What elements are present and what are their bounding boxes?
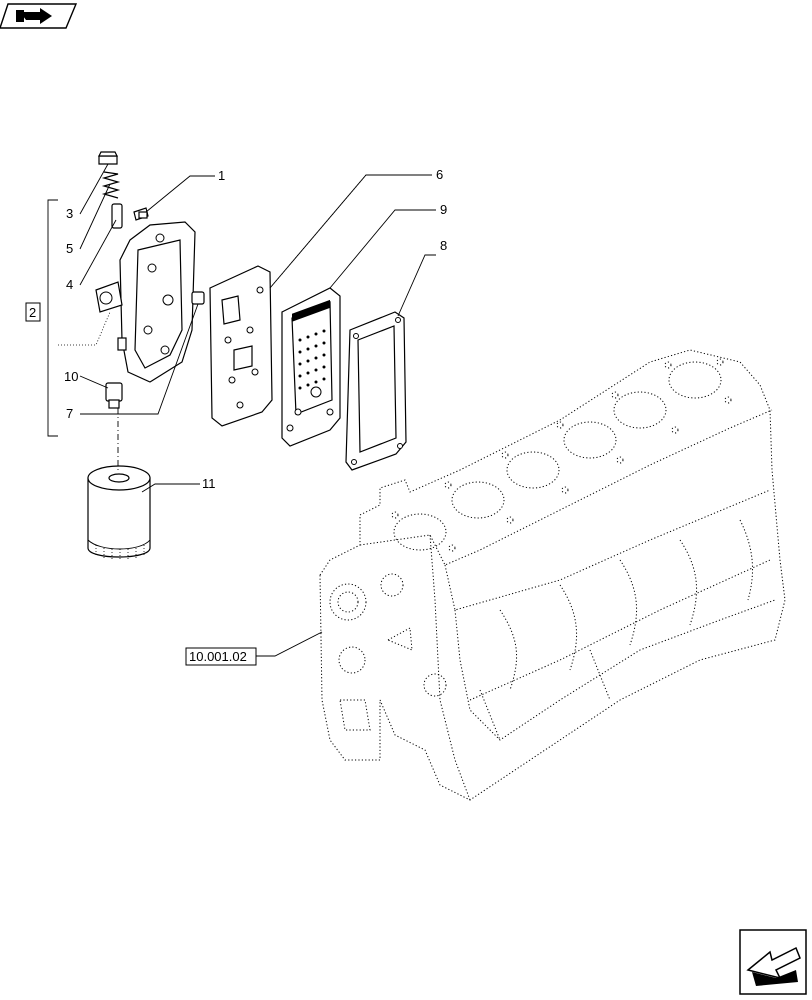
callout-4: 4 [66,277,73,292]
part-1-bolt [133,207,149,221]
filter-housing-bracket [95,221,196,383]
callout-10: 10 [64,369,78,384]
part-11-oil-filter [87,465,151,559]
callout-3: 3 [66,206,73,221]
part-10-nipple [105,382,123,409]
callout-5: 5 [66,241,73,256]
engine-block [319,349,786,801]
callout-9: 9 [440,202,447,217]
callout-6: 6 [436,167,443,182]
part-5-spring [101,171,121,199]
part-6-plate [209,265,273,427]
part-8-gasket [345,311,407,471]
part-9-oil-cooler [281,287,341,447]
group-bracket [47,199,58,437]
reference-link[interactable]: 10.001.02 [185,647,257,666]
callout-1: 1 [218,168,225,183]
part-3-cap [98,151,118,165]
callout-8: 8 [440,238,447,253]
nav-next-arrow-icon[interactable] [739,929,807,995]
group-label-box: 2 [25,302,41,322]
leader-lines [58,163,436,657]
cooler-fins [298,329,326,390]
reference-label[interactable]: 10.001.02 [189,649,247,664]
callout-7: 7 [66,406,73,421]
group-label-2: 2 [29,305,36,320]
callout-11: 11 [202,476,216,491]
part-7-plug [191,291,205,305]
nav-back-arrow-icon[interactable] [0,3,78,29]
